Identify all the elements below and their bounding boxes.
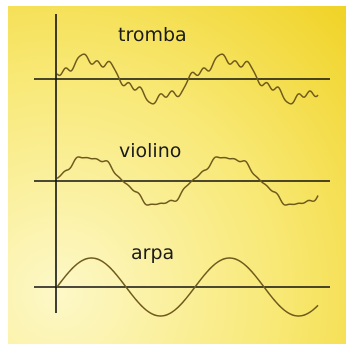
label-arpa: arpa — [131, 242, 174, 264]
background-panel — [8, 6, 346, 344]
waveform-tromba — [56, 53, 319, 105]
label-tromba: tromba — [118, 24, 187, 46]
waveform-arpa — [56, 257, 319, 317]
waveform-violino — [56, 156, 319, 206]
label-violino: violino — [119, 140, 181, 162]
